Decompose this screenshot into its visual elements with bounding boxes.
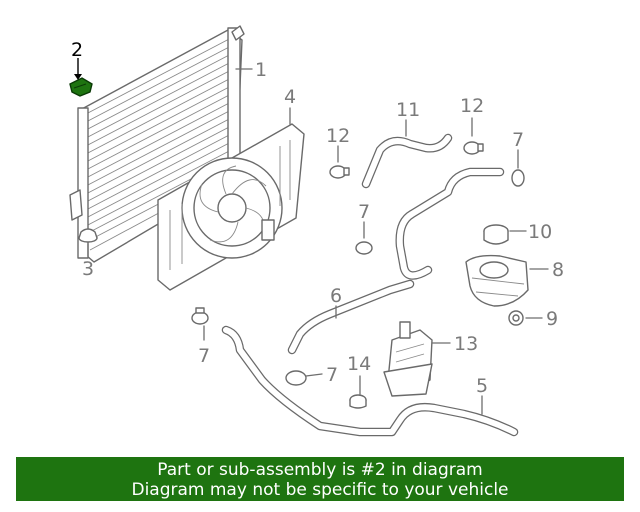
callout-5: 5 — [476, 375, 488, 397]
leader-lines — [74, 58, 549, 415]
callout-8: 8 — [552, 259, 564, 281]
banner-line-1: Part or sub-assembly is #2 in diagram — [157, 460, 483, 480]
callout-7d: 7 — [326, 364, 338, 386]
hose-clamp-7a — [511, 169, 525, 187]
coolant-reservoir — [465, 254, 529, 307]
callout-11: 11 — [396, 99, 420, 121]
callout-3: 3 — [82, 258, 94, 280]
info-banner: Part or sub-assembly is #2 in diagram Di… — [16, 457, 624, 501]
bracket-part-2-highlighted — [69, 77, 93, 97]
hose-clamp-12b — [463, 141, 484, 155]
hose-clamp-7b — [355, 241, 373, 255]
mount-insulator — [78, 228, 98, 243]
hose-clamp-7c — [191, 307, 209, 325]
callout-4: 4 — [284, 86, 296, 108]
reservoir-cap — [483, 224, 509, 245]
callout-13: 13 — [454, 333, 478, 355]
hose-clamp-12a — [329, 165, 350, 179]
callout-12b: 12 — [460, 95, 484, 117]
hose-clamp-7d — [285, 370, 307, 386]
callout-14: 14 — [347, 353, 371, 375]
callout-6: 6 — [330, 285, 342, 307]
lower-hose — [221, 325, 519, 437]
grommet — [508, 310, 524, 326]
fan-shroud — [157, 123, 305, 291]
callout-9: 9 — [546, 308, 558, 330]
coolant-pump — [383, 321, 433, 397]
upper-hose — [361, 133, 453, 189]
callout-12a: 12 — [326, 125, 350, 147]
callout-1: 1 — [255, 59, 267, 81]
callout-7c: 7 — [198, 345, 210, 367]
callout-7a: 7 — [512, 129, 524, 151]
nut — [349, 394, 367, 409]
callout-10: 10 — [528, 221, 552, 243]
banner-line-2: Diagram may not be specific to your vehi… — [131, 480, 509, 500]
callout-2: 2 — [71, 39, 83, 61]
degas-hose — [395, 167, 505, 280]
bypass-hose — [287, 279, 415, 355]
callout-7b: 7 — [358, 201, 370, 223]
parts-diagram: 1 2 3 4 5 6 7 7 7 7 8 9 10 11 12 12 13 1… — [69, 25, 564, 437]
